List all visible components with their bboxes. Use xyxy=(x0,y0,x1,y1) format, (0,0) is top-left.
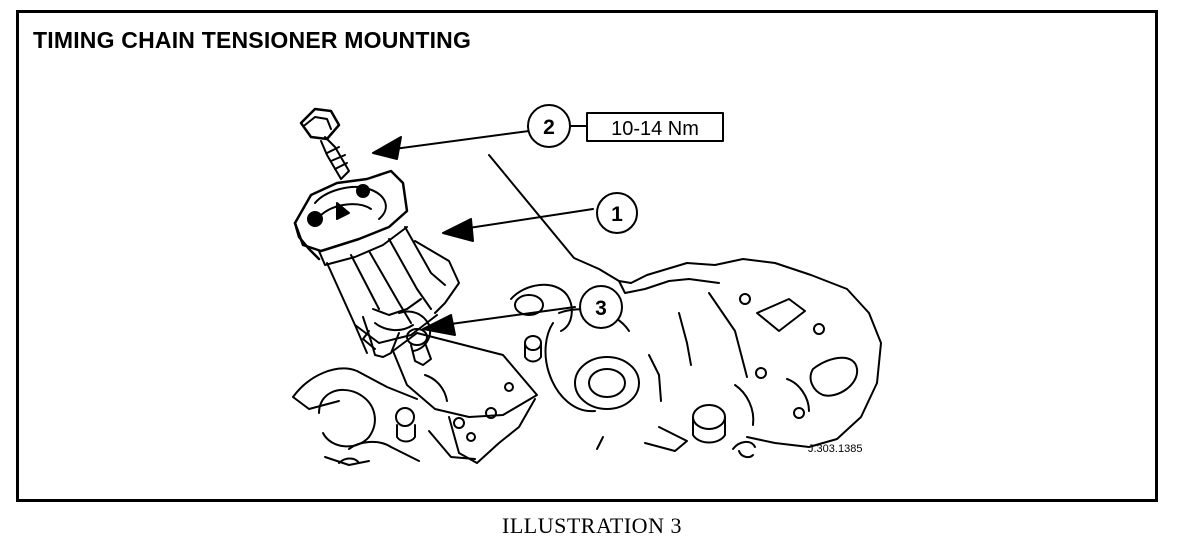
torque-spec-box: 10-14 Nm xyxy=(586,112,724,142)
tensioner-bolt-drawing xyxy=(299,107,350,180)
diagram-frame: TIMING CHAIN TENSIONER MOUNTING xyxy=(16,10,1158,502)
engine-block-drawing xyxy=(292,154,882,466)
leader-line-2 xyxy=(378,130,530,152)
callout-3-number: 3 xyxy=(595,297,607,320)
leader-arrowhead-1 xyxy=(442,218,474,242)
tensioner-illustration: 1 2 10-14 Nm 3 xyxy=(292,104,882,466)
callout-1: 1 xyxy=(596,192,638,234)
torque-spec-value: 10-14 Nm xyxy=(611,118,699,140)
callout-2: 2 xyxy=(527,104,571,148)
diagram-title: TIMING CHAIN TENSIONER MOUNTING xyxy=(33,27,472,53)
figure-reference-code: J.303.1385 xyxy=(808,443,863,455)
leader-line-1b xyxy=(448,208,594,232)
leader-arrowhead-3 xyxy=(422,314,456,336)
timing-chain-tensioner-drawing xyxy=(293,169,460,366)
leader-arrowhead-2 xyxy=(372,136,402,160)
callout-3: 3 xyxy=(579,285,623,329)
callout-2-number: 2 xyxy=(543,116,555,139)
figure-caption: ILLUSTRATION 3 xyxy=(502,513,682,538)
callout-1-number: 1 xyxy=(611,203,623,226)
